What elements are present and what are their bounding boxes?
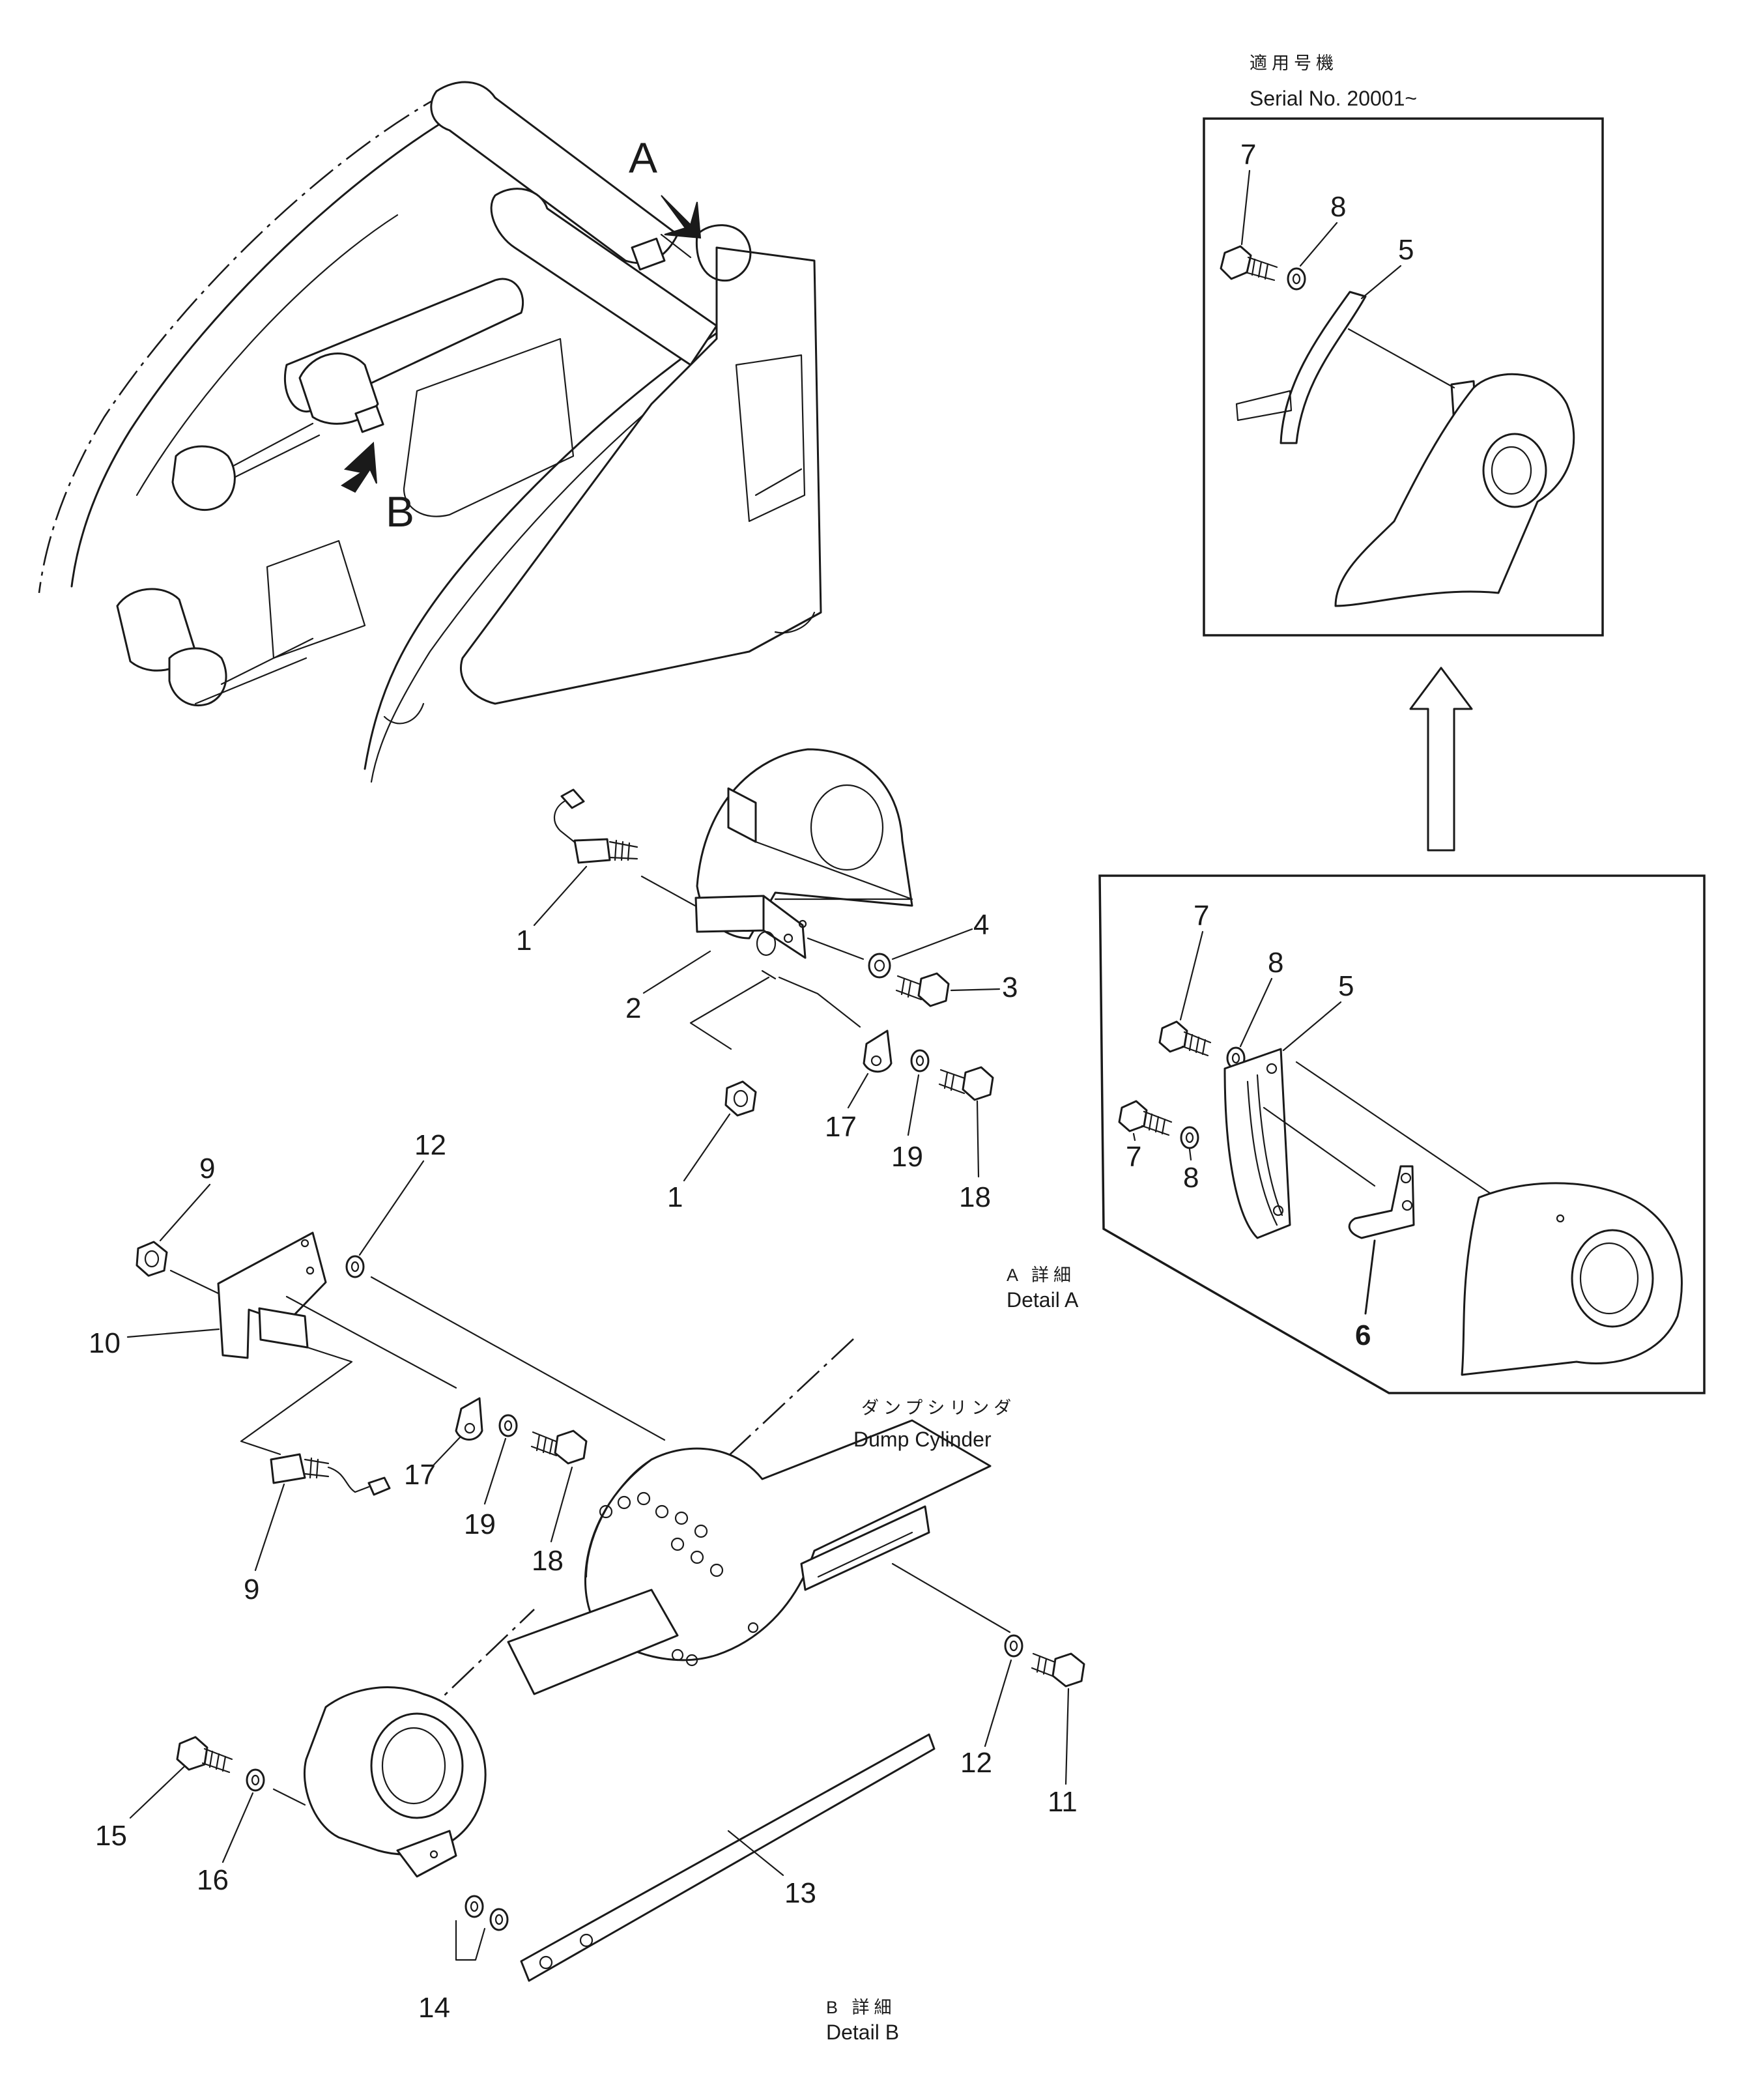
bolt-icon [1158,1020,1212,1057]
serial-callout-8: 8 [1330,191,1346,223]
clip-icon [863,1029,893,1073]
detail-a-part-callout-1-nut: 1 [667,1181,683,1213]
detail-a-part-callout-4: 4 [973,909,989,941]
detail-a-exploded-drawing [553,748,994,1117]
detail-a-drawing [1118,1020,1683,1376]
detail-a-callout-7-upper: 7 [1194,900,1209,932]
detail-b-drawing [136,1231,1085,1982]
detail-b-callout-19: 19 [464,1508,496,1540]
detail-a-part-callout-2: 2 [625,992,641,1024]
serial-callout-5: 5 [1398,234,1414,266]
washer-icon [1287,267,1306,291]
detail-b-callout-17: 17 [404,1459,436,1491]
detail-b-callout-10: 10 [89,1327,121,1359]
detail-b-callout-15: 15 [95,1820,127,1852]
detail-a-caption: Detail A [1007,1288,1079,1312]
cover-bar-icon [520,1733,936,1982]
bolt-icon [1118,1100,1173,1136]
detail-b-callout-9-lower: 9 [244,1574,259,1605]
detail-a-part-callout-19: 19 [891,1141,923,1173]
detail-a-part-callout-17: 17 [825,1111,857,1143]
proximity-sensor-icon [270,1453,306,1484]
bolt-icon [1031,1652,1085,1688]
marker-a-label: A [629,134,657,182]
bolt-icon [1220,245,1278,281]
bolt-icon [530,1430,588,1465]
serial-callout-7: 7 [1240,139,1256,171]
detail-b-callout-16: 16 [197,1864,229,1896]
detail-a-callout-7-lower: 7 [1126,1141,1141,1173]
washer-icon [1004,1634,1023,1658]
bolt-icon [895,972,950,1007]
washer-icon [465,1895,484,1918]
detail-b-callout-13: 13 [784,1877,816,1909]
detail-b-callout-12-upper: 12 [414,1129,446,1161]
detail-a-jp-caption: A 詳細 [1007,1265,1076,1285]
marker-b-label: B [386,487,414,536]
washer-icon [1180,1126,1199,1149]
dump-cylinder-jp-label: ダンプシリンダ [861,1398,1016,1418]
nut-icon [136,1241,168,1277]
washer-icon [868,953,891,979]
detail-a-part-callout-3: 3 [1002,971,1018,1003]
detail-a-frame [1098,874,1706,1394]
washer-icon [246,1768,265,1792]
detail-b-callout-14: 14 [418,1992,450,2024]
sensor-bracket-icon [694,895,765,933]
washer-icon [498,1414,518,1437]
serial-detail-drawing [1220,245,1575,607]
washer-icon [345,1255,365,1278]
detail-b-callout-11: 11 [1048,1786,1078,1818]
bolt-icon [176,1736,233,1774]
nut-icon [724,1080,757,1117]
detail-b-jp-caption: B 詳細 [826,1998,896,2017]
bolt-icon [938,1066,994,1101]
detail-a-callout-8-upper: 8 [1268,947,1283,979]
applies-arrow-icon [1409,667,1473,852]
serial-number-label: Serial No. 20001~ [1250,87,1417,110]
proximity-sensor-icon [573,838,611,864]
detail-a-part-callout-18: 18 [959,1181,991,1213]
dump-cylinder-label: Dump Cylinder [853,1428,992,1451]
washer-icon [489,1908,509,1931]
loader-overview-drawing [38,81,822,783]
clip-icon [455,1397,483,1441]
detail-a-callout-8-lower: 8 [1183,1162,1199,1194]
detail-a-part-callout-1: 1 [516,925,532,957]
detail-b-callout-18: 18 [532,1545,564,1577]
detail-a-callout-5: 5 [1338,970,1354,1002]
detail-b-callout-9-upper: 9 [199,1153,215,1185]
detail-b-callout-12-lower: 12 [960,1747,992,1779]
serial-detail-frame [1203,117,1604,637]
washer-icon [910,1049,930,1072]
detail-a-callout-6: 6 [1355,1319,1371,1351]
detail-b-caption: Detail B [826,2021,899,2044]
serial-jp-label: 適用号機 [1250,53,1338,73]
